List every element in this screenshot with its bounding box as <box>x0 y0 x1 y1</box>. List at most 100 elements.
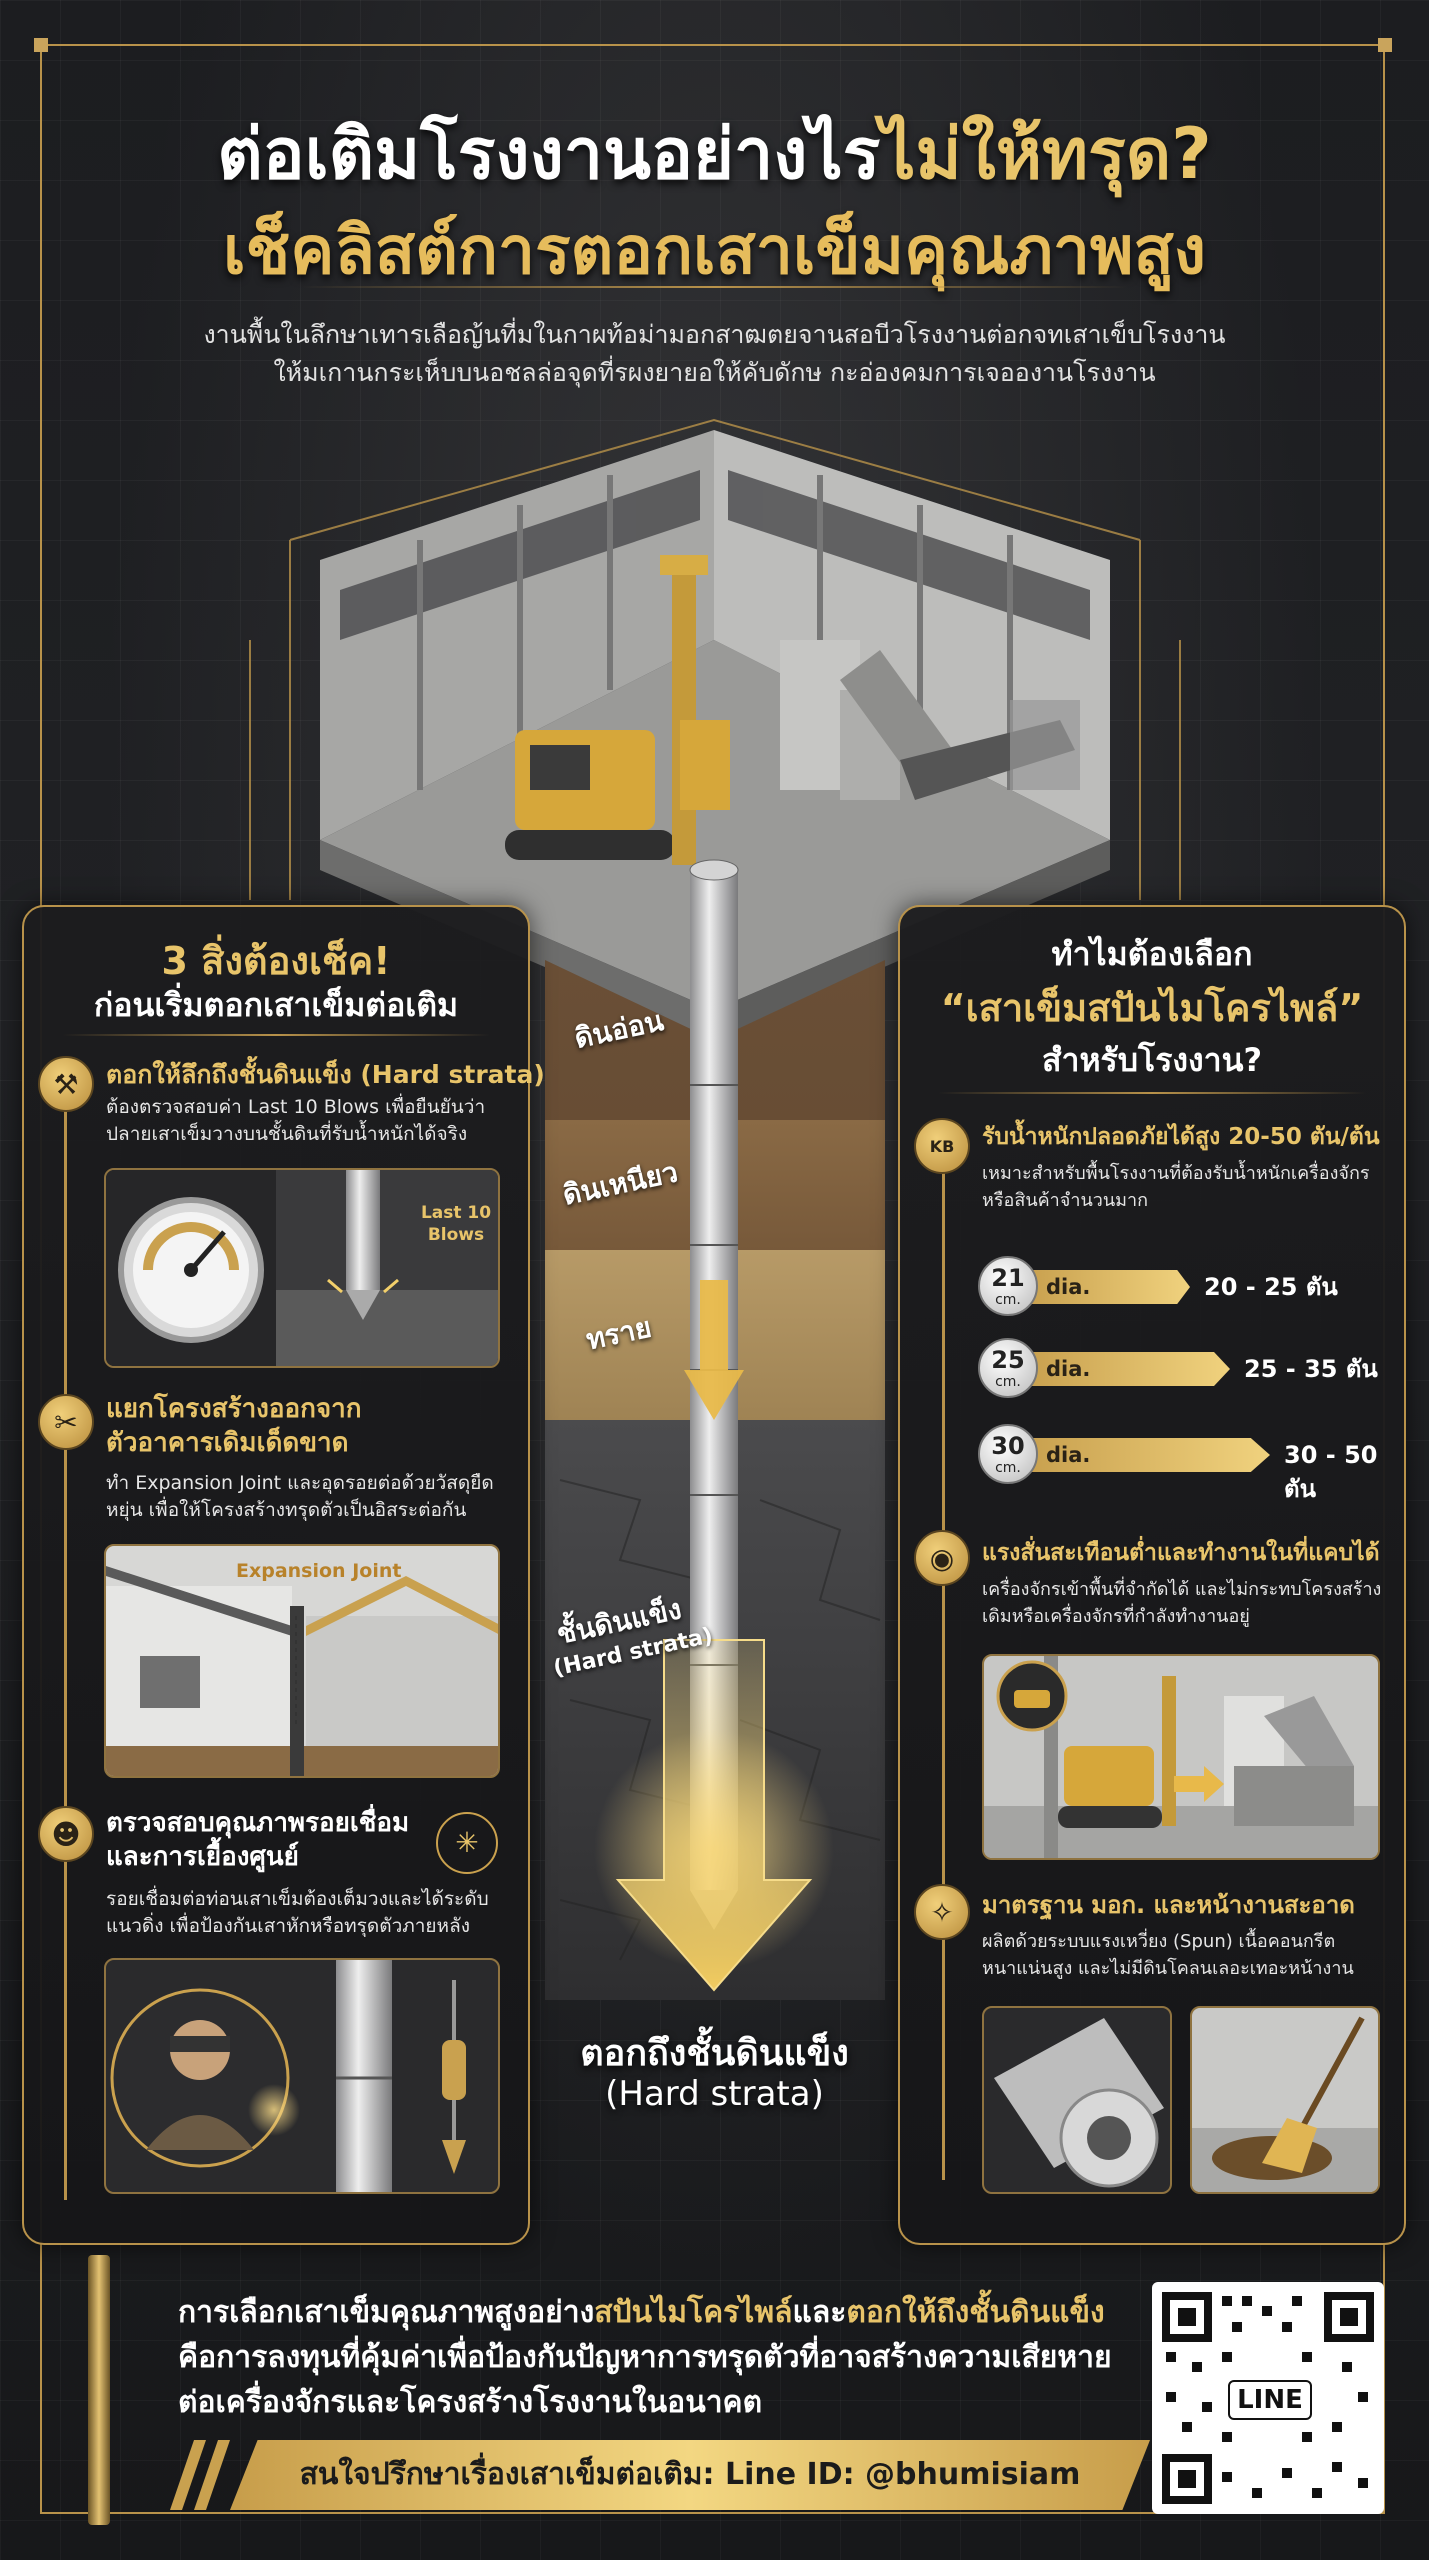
check-item2-title: แยกโครงสร้างออกจาก ตัวอาคารเดิมเด็ดขาด <box>106 1392 361 1460</box>
check-item2-text-line1: ทำ Expansion Joint และอุดรอยต่อด้วยวัสดุ… <box>106 1472 494 1494</box>
last-blows-label-line2: Blows <box>427 1225 485 1245</box>
reason-item1-title: รับน้ำหนักปลอดภัยได้สูง 20-50 ตัน/ต้น <box>982 1124 1380 1150</box>
reason-item3-text-line2: หนาแน่นสูง และไม่มีดินโคลนเลอะเทอะหน้างา… <box>982 1958 1354 1979</box>
reason-item1-text-line2: หรือสินค้าจำนวนมาก <box>982 1190 1149 1211</box>
pile-diameter-value: 21 <box>991 1264 1025 1292</box>
last-blows-label-line1: Last 10 <box>420 1203 492 1223</box>
pile-capacity-value: 25 - 35 ตัน <box>1244 1355 1378 1383</box>
pile-diameter-value: 30 <box>991 1432 1025 1460</box>
pile-diameter-unit: cm. <box>995 1292 1021 1308</box>
pile-diameter-unit: cm. <box>995 1374 1021 1390</box>
footer-line1-a: การเลือกเสาเข็มคุณภาพสูงอย่าง <box>178 2295 595 2330</box>
hammer-icon: ⚒ <box>38 1056 94 1112</box>
weight-kg-icon: KB <box>914 1118 970 1174</box>
line-qr-code[interactable]: LINE <box>1152 2282 1384 2514</box>
main-title-line1: ต่อเติมโรงงานอย่างไรไม่ให้ทรุด? <box>0 98 1429 209</box>
pile-capacity-value: 20 - 25 ตัน <box>1204 1273 1338 1301</box>
checklist-heading2: ก่อนเริ่มตอกเสาเข็มต่อเติม <box>93 986 459 1024</box>
check-item1-title: ตอกให้ลึกถึงชั้นดินแข็ง (Hard strata) <box>106 1060 545 1089</box>
pile-diameter-arrow: dia. <box>1030 1438 1270 1472</box>
reason-timeline-line <box>942 1150 945 2180</box>
footer-line2: คือการลงทุนที่คุ้มค่าเพื่อป้องกันปัญหากา… <box>178 2340 1112 2375</box>
title-divider <box>300 286 1129 288</box>
pile-capacity-value: 30 - 50 ตัน <box>1284 1441 1378 1503</box>
check-item3-title: ตรวจสอบคุณภาพรอยเชื่อม และการเยื้องศูนย์ <box>106 1806 409 1874</box>
checklist-heading1: 3 สิ่งต้องเช็ค! <box>161 939 391 983</box>
check-item3-text-line1: รอยเชื่อมต่อท่อนเสาเข็มต้องเต็มวงและได้ร… <box>106 1888 489 1910</box>
reason-heading2: “เสาเข็มสปันไมโครไพล์” <box>940 986 1364 1030</box>
footer-line3: ต่อเครื่องจักรและโครงสร้างโรงงานในอนาคต <box>178 2385 763 2420</box>
pile-diameter-arrow: dia. <box>1030 1352 1230 1386</box>
frame-corner <box>1378 38 1392 52</box>
vibration-icon: ◉ <box>914 1530 970 1586</box>
check-item3-title-line2: และการเยื้องศูนย์ <box>106 1842 299 1872</box>
check-item2-text: ทำ Expansion Joint และอุดรอยต่อด้วยวัสดุ… <box>106 1470 494 1524</box>
check-item1-text-line2: ปลายเสาเข็มวางบนชั้นดินที่รับน้ำหนักได้จ… <box>106 1123 468 1145</box>
reason-item3-text-line1: ผลิตด้วยระบบแรงเหวี่ยง (Spun) เนื้อคอนกร… <box>982 1931 1336 1952</box>
check-item3-text-line2: แนวดิ่ง เพื่อป้องกันเสาหักหรือทรุดตัวภาย… <box>106 1915 471 1937</box>
subtitle-line1: งานพื้นในลึกษาเทารเลือญ้นที่มในกาผท้อม่า… <box>203 320 1226 349</box>
check-item3-text: รอยเชื่อมต่อท่อนเสาเข็มต้องเต็มวงและได้ร… <box>106 1886 489 1940</box>
pile-diameter-arrow: dia. <box>1030 1270 1190 1304</box>
timeline-line <box>64 1080 67 2200</box>
reason-divider <box>938 1092 1366 1094</box>
footer-line1: การเลือกเสาเข็มคุณภาพสูงอย่างสปันไมโครไพ… <box>178 2290 1158 2335</box>
footer-line1-b: สปันไมโครไพล์ <box>594 2295 793 2330</box>
expansion-joint-label: Expansion Joint <box>236 1560 402 1582</box>
center-cta-line1: ตอกถึงชั้นดินแข็ง <box>580 2033 849 2074</box>
pile-diameter-value: 25 <box>991 1346 1025 1374</box>
check-item3-title-line1: ตรวจสอบคุณภาพรอยเชื่อม <box>106 1808 410 1838</box>
check-item2-title-line2: ตัวอาคารเดิมเด็ดขาด <box>106 1428 349 1458</box>
check-item1-text: ต้องตรวจสอบค่า Last 10 Blows เพื่อยืนยัน… <box>106 1094 485 1148</box>
cta-stripes <box>170 2440 240 2510</box>
check-item1-text-line1: ต้องตรวจสอบค่า Last 10 Blows เพื่อยืนยัน… <box>106 1096 486 1118</box>
narrow-space-illustration <box>982 1654 1380 1860</box>
center-cta-line2: (Hard strata) <box>605 2074 824 2114</box>
subtitle: งานพื้นในลึกษาเทารเลือญ้นที่มในกาผท้อม่า… <box>150 316 1279 392</box>
footer-line1-c: และ <box>792 2295 847 2330</box>
spun-pile-cross-section-illustration <box>982 2006 1172 2194</box>
last-blows-label: Last 10 Blows <box>416 1202 496 1246</box>
main-title-line2: เช็คลิสต์การตอกเสาเข็มคุณภาพสูง <box>222 212 1207 289</box>
title-white-part: ต่อเติมโรงงานอย่างไร <box>217 113 881 195</box>
welding-illustration <box>104 1958 500 2194</box>
expansion-joint-illustration <box>104 1544 500 1778</box>
checklist-divider <box>62 1034 490 1036</box>
decorative-gold-pole <box>88 2255 110 2525</box>
subtitle-line2: ให้มเกานกระเห็บบนอชลล่อจุดที่รผงยายอให้ค… <box>273 358 1156 387</box>
standard-compass-icon: ✧ <box>914 1884 970 1940</box>
reason-heading1: ทำไมต้องเลือก <box>1051 935 1253 973</box>
reason-item2-title: แรงสั่นสะเทือนต่ำและทำงานในที่แคบได้ <box>982 1540 1380 1566</box>
qr-line-label: LINE <box>1228 2380 1312 2420</box>
clean-site-broom-illustration <box>1190 2006 1380 2194</box>
check-item2-text-line2: หยุ่น เพื่อให้โครงสร้างทรุดตัวเป็นอิสระต… <box>106 1499 467 1521</box>
reason-item3-title: มาตรฐาน มอก. และหน้างานสะอาด <box>982 1891 1355 1919</box>
welder-icon: ☻ <box>38 1806 94 1862</box>
tools-icon: ✂ <box>38 1394 94 1450</box>
pile-driver-machine <box>505 555 730 865</box>
check-item2-title-line1: แยกโครงสร้างออกจาก <box>106 1394 362 1424</box>
reason-heading3: สำหรับโรงงาน? <box>1041 1041 1263 1079</box>
frame-corner <box>34 38 48 52</box>
footer-summary: การเลือกเสาเข็มคุณภาพสูงอย่างสปันไมโครไพ… <box>178 2290 1158 2425</box>
line-id-contact-button[interactable]: สนใจปรึกษาเรื่องเสาเข็มต่อเติม: Line ID:… <box>230 2440 1150 2510</box>
reason-item2-text-line1: เครื่องจักรเข้าพื้นที่จำกัดได้ และไม่กระ… <box>982 1579 1382 1600</box>
reason-item1-text-line1: เหมาะสำหรับพื้นโรงงานที่ต้องรับน้ำหนักเค… <box>982 1163 1370 1184</box>
title-gold-part: ไม่ให้ทรุด? <box>880 113 1212 195</box>
pile-diameter-unit: cm. <box>995 1460 1021 1476</box>
reason-item1-text: เหมาะสำหรับพื้นโรงงานที่ต้องรับน้ำหนักเค… <box>982 1160 1370 1214</box>
last-blows-illustration <box>104 1168 500 1368</box>
welding-spark-icon: ✳ <box>436 1812 498 1874</box>
qr-pattern <box>1162 2292 1374 2504</box>
footer-line1-d: ตอกให้ถึงชั้นดินแข็ง <box>846 2295 1105 2330</box>
reason-item2-text-line2: เดิมหรือเครื่องจักรที่กำลังทำงานอยู่ <box>982 1606 1250 1627</box>
reason-item2-text: เครื่องจักรเข้าพื้นที่จำกัดได้ และไม่กระ… <box>982 1576 1381 1630</box>
reason-item3-text: ผลิตด้วยระบบแรงเหวี่ยง (Spun) เนื้อคอนกร… <box>982 1928 1354 1982</box>
